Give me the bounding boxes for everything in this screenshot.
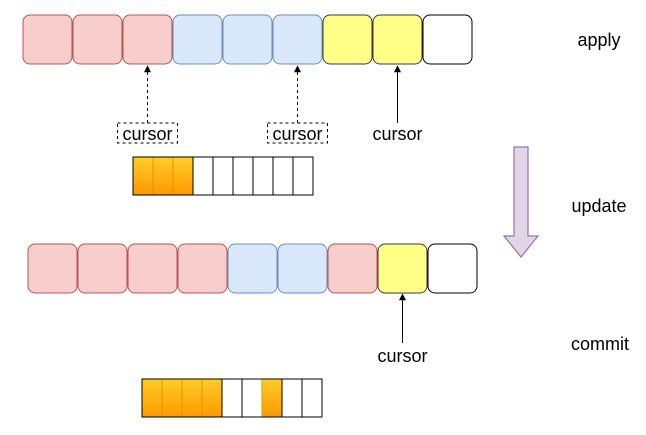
top-slot-red (22, 14, 73, 65)
bottom-bit-clear (301, 378, 323, 418)
bottom-bit-clear (221, 378, 243, 418)
bottom-slot-red (177, 243, 228, 294)
top-slot-empty (422, 14, 473, 65)
top-slot-blue (272, 14, 323, 65)
bottom-slot-red (77, 243, 128, 294)
top-slot-red (72, 14, 123, 65)
top-bit-clear (252, 156, 274, 196)
top-slot-yellow (372, 14, 423, 65)
bottom-bitmap-outline (141, 378, 323, 418)
top-bitmap (132, 156, 314, 196)
bottom-slot-yellow (377, 243, 428, 294)
bottom-bit-set (261, 378, 283, 418)
bottom-slot-blue (277, 243, 328, 294)
top-cursor-label: cursor (272, 124, 322, 144)
top-slot-yellow (322, 14, 373, 65)
top-bit-clear (292, 156, 314, 196)
top-cursor-group: cursor cursor cursor (117, 65, 423, 144)
top-bit-set (152, 156, 174, 196)
update-down-arrow (502, 146, 540, 258)
top-bit-clear (272, 156, 294, 196)
top-bit-set (172, 156, 194, 196)
top-bit-clear (192, 156, 214, 196)
bottom-slot-red (27, 243, 78, 294)
top-slot-red (122, 14, 173, 65)
top-slot-row (22, 14, 473, 65)
step-label-update: update (571, 196, 626, 216)
bottom-bit-set (161, 378, 183, 418)
bottom-bit-clear (281, 378, 303, 418)
top-cursor-label-box (117, 122, 178, 144)
bottom-cursor-label: cursor (377, 346, 427, 366)
top-cursor-label-box (267, 122, 328, 144)
top-cursor-label: cursor (372, 124, 422, 144)
top-slot-blue (172, 14, 223, 65)
step-label-commit: commit (571, 334, 629, 354)
bottom-bit-set (201, 378, 223, 418)
bottom-bit-clear (241, 378, 263, 418)
step-label-apply: apply (577, 30, 620, 50)
bottom-slot-blue (227, 243, 278, 294)
bottom-slot-empty (427, 243, 478, 294)
bottom-cursor-group: cursor (377, 293, 428, 366)
bottom-bit-set (181, 378, 203, 418)
top-bitmap-outline (132, 156, 314, 196)
bottom-slot-row (27, 243, 478, 294)
bottom-slot-red (327, 243, 378, 294)
top-cursor-label: cursor (122, 124, 172, 144)
bottom-bit-set (141, 378, 163, 418)
top-bit-set (132, 156, 154, 196)
bottom-bitmap (141, 378, 323, 418)
bottom-slot-red (127, 243, 178, 294)
top-bit-clear (212, 156, 234, 196)
top-slot-blue (222, 14, 273, 65)
top-bit-clear (232, 156, 254, 196)
